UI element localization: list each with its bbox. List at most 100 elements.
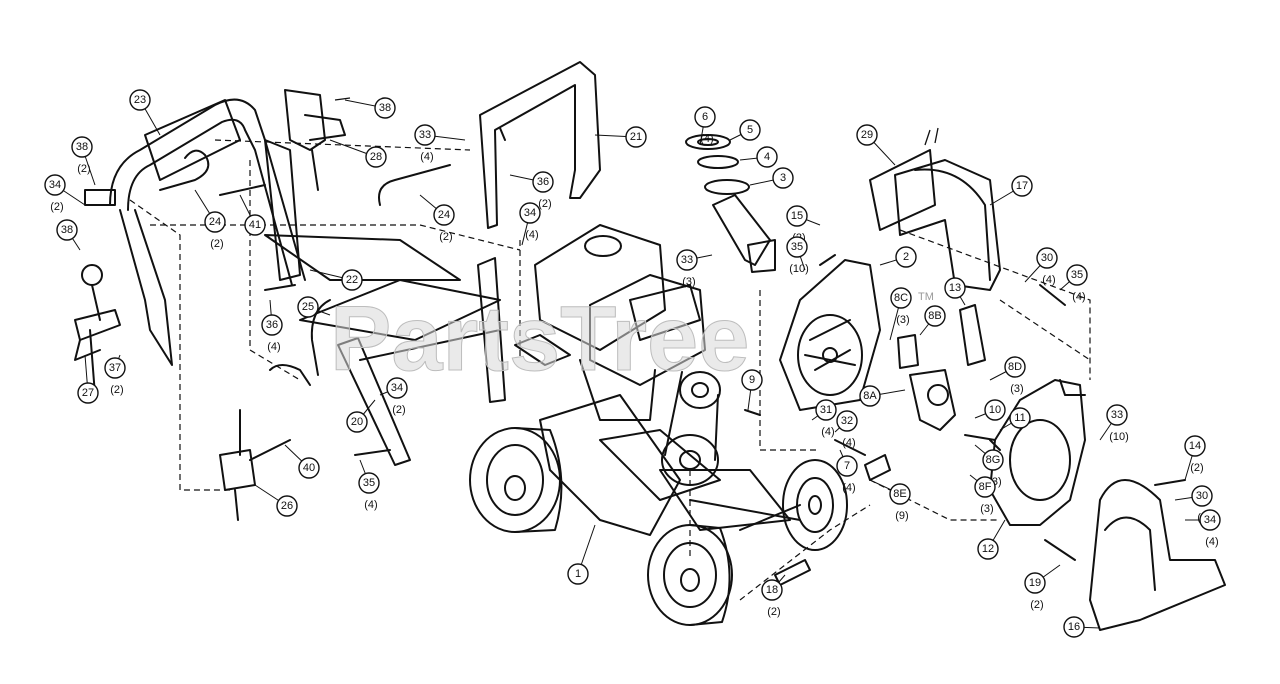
callout-35: 35(4) [1059,264,1088,303]
part-hardware [264,254,1186,561]
callout-label: 34 [49,179,61,191]
callout-label: 7 [844,460,850,472]
part-housing-12 [989,379,1086,526]
callout-label: 8C [894,292,908,304]
callout-circle [244,214,266,236]
callout-label: 16 [1068,621,1080,633]
callout-quantity: (3) [896,314,909,326]
callout-label: 18 [766,584,778,596]
callout-quantity: (2) [439,231,452,243]
callout-8f: 8F(3) [969,474,996,515]
watermark-text: PartsTree [330,288,749,390]
callout-circle [1009,407,1031,429]
callout-circle [297,296,319,318]
callout-label: 41 [249,219,261,231]
callout-circle [346,411,368,433]
callout-quantity: (4) [525,229,538,241]
callout-quantity: (4) [364,499,377,511]
callout-label: 36 [266,319,278,331]
part-nozzle-16 [1089,479,1226,631]
callout-circle [1184,435,1206,457]
callout-circle [298,457,320,479]
callout-37: 37(2) [104,354,126,396]
callout-10: 10 [974,399,1006,421]
callout-circle [1011,175,1033,197]
callout-24: 24 (2) [194,189,226,250]
callout-label: 36 [537,176,549,188]
callout-label: 33 [419,129,431,141]
callout-label: 22 [346,274,358,286]
callout-circle [944,277,966,299]
callout-label: 35 [791,241,803,253]
part-hub-8a-8b-13 [897,304,986,431]
callout-label: 6 [702,111,708,123]
callout-13: 13 [944,277,966,306]
callout-quantity: (10) [789,263,809,275]
callout-label: 8G [986,454,1001,466]
callout-circle [77,382,99,404]
callout-label: 8B [928,310,941,322]
callout-circle [1106,404,1128,426]
callout-circle [1004,356,1026,378]
callout-label: 35 [363,477,375,489]
callout-quantity: (2) [538,198,551,210]
callout-circle [261,314,283,336]
callout-label: 23 [134,94,146,106]
callout-circle [786,236,808,258]
callout-label: 29 [861,129,873,141]
callout-label: 30 [1196,490,1208,502]
callout-quantity: (4) [700,133,713,145]
callout-quantity: (10) [1109,431,1129,443]
callout-circle [365,146,387,168]
callout-40: 40 [284,444,320,479]
callout-8b: 8B [919,305,946,336]
callout-28: 28 [329,139,387,168]
callout-circle [129,89,151,111]
callout-17: 17 [989,175,1033,206]
callout-label: 8E [893,488,906,500]
callout-label: 1 [575,568,581,580]
callout-circle [815,399,837,421]
callout-quantity: (4) [821,426,834,438]
callout-circle [676,249,698,271]
callout-circle [71,136,93,158]
callout-label: 8A [863,390,877,402]
part-throttle-28 [284,89,351,191]
callout-circle [756,146,778,168]
callout-quantity: (2) [210,238,223,250]
part-callouts: 2338(2)34(2)382737(2)24(2)41382833(4)24(… [44,89,1221,638]
callout-33: 33(3) [676,249,713,288]
callout-label: 35 [1071,269,1083,281]
callout-label: 3 [780,172,786,184]
callout-quantity: (3) [682,276,695,288]
callout-label: 8D [1008,361,1022,373]
callout-circle [1024,572,1046,594]
callout-quantity: (2) [1190,462,1203,474]
callout-label: 34 [1204,514,1216,526]
callout-8c: 8C (3) [889,287,912,341]
callout-circle [694,106,716,128]
callout-26: 26 [254,484,298,517]
callout-circle [204,211,226,233]
callout-20: 20 [346,399,376,433]
part-axle-18 [774,559,811,586]
callout-29: 29 [856,124,896,166]
callout-quantity: (9) [895,510,908,522]
callout-circle [519,202,541,224]
callout-circle [889,483,911,505]
callout-circle [625,126,647,148]
callout-label: 24 [209,216,221,228]
callout-label: 38 [379,102,391,114]
callout-27: 27 [77,354,99,404]
callout-circle [924,305,946,327]
callout-label: 28 [370,151,382,163]
callout-circle [859,385,881,407]
callout-4: 4 [739,146,778,168]
callout-circle [741,369,763,391]
callout-label: 8F [979,481,992,493]
callout-label: 30 [1041,252,1053,264]
callout-circle [433,204,455,226]
callout-circle [341,269,363,291]
callout-circle [56,219,78,241]
